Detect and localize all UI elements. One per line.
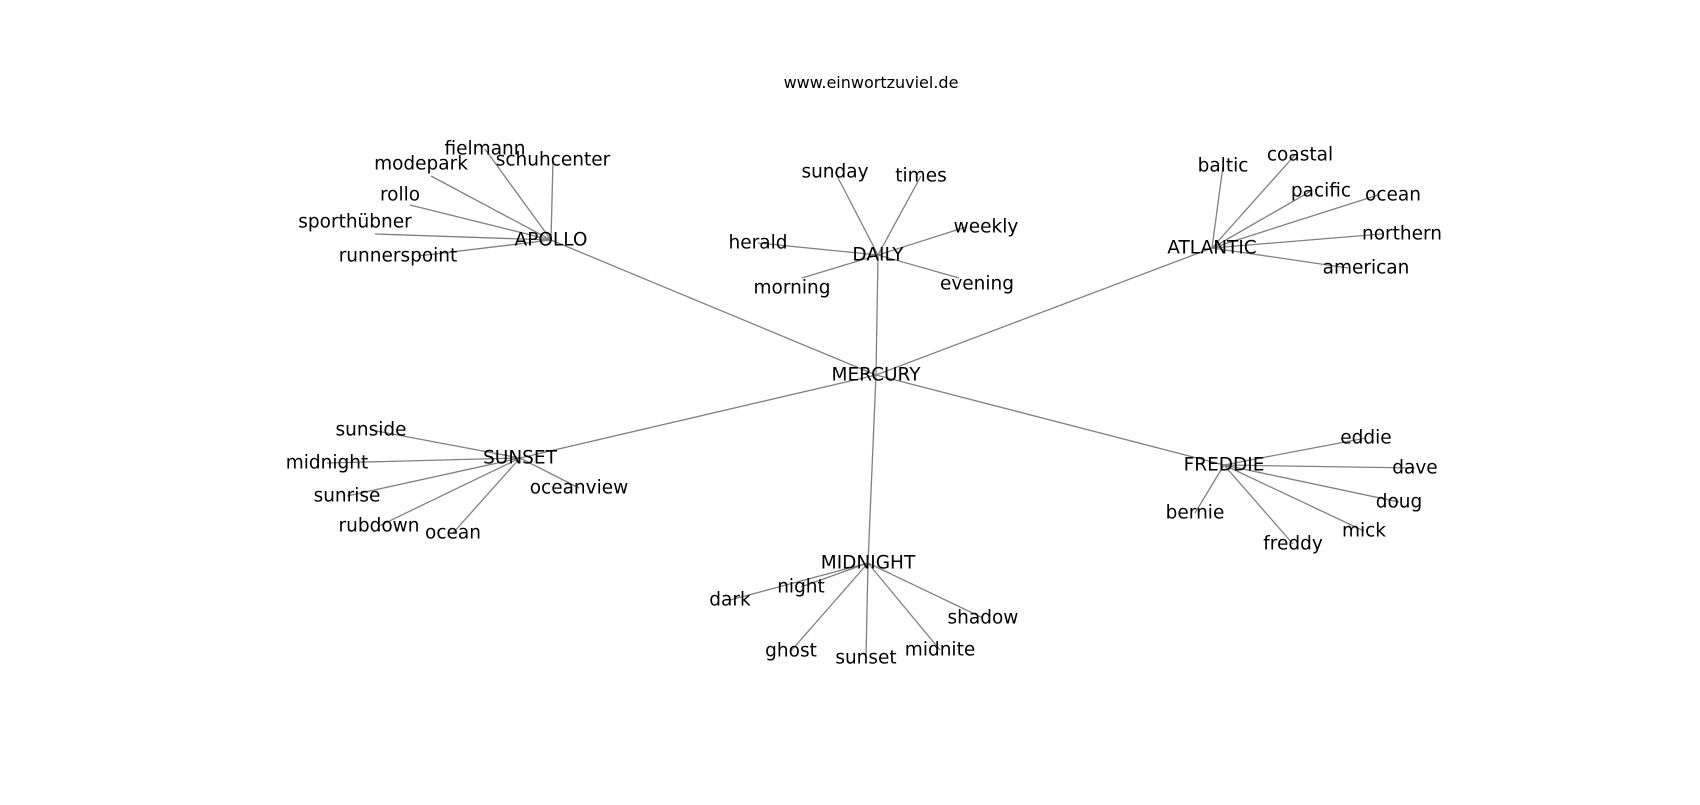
leaf-node-freddie-doug: doug <box>1376 492 1423 513</box>
edge-freddie-eddie <box>1223 437 1367 466</box>
website-title: www.einwortzuviel.de <box>784 73 959 92</box>
leaf-node-atlantic-pacific: pacific <box>1291 181 1351 202</box>
edge-sunset-ocean <box>452 457 521 534</box>
leaf-node-atlantic-northern: northern <box>1362 224 1442 245</box>
hub-node-midnight: MIDNIGHT <box>821 553 916 574</box>
edge-atlantic-northern <box>1211 233 1383 249</box>
edge-apollo-schuhcenter <box>550 159 554 241</box>
edge-atlantic-baltic <box>1211 165 1224 249</box>
leaf-node-daily-herald: herald <box>729 233 788 254</box>
leaf-node-atlantic-ocean: ocean <box>1365 185 1421 206</box>
leaf-node-apollo-fielmann: fielmann <box>445 139 526 160</box>
edge-mercury-midnight <box>867 374 877 564</box>
edge-apollo-fielmann <box>484 148 552 241</box>
edge-apollo-sporthubner <box>374 233 552 241</box>
edge-sunset-oceanview <box>519 457 580 489</box>
edge-apollo-modepark <box>430 175 552 241</box>
edge-apollo-runnerspoint <box>417 239 552 257</box>
edge-freddie-dave <box>1223 464 1416 469</box>
leaf-node-daily-evening: evening <box>940 274 1014 295</box>
leaf-node-freddie-mick: mick <box>1342 521 1386 542</box>
leaf-node-daily-weekly: weekly <box>954 217 1019 238</box>
edge-mercury-apollo <box>550 239 877 376</box>
hub-node-freddie: FREDDIE <box>1184 455 1265 476</box>
leaf-node-midnight-shadow: shadow <box>948 608 1019 629</box>
edge-freddie-mick <box>1223 464 1365 532</box>
leaf-node-sunset-ocean: ocean <box>425 523 481 544</box>
edge-daily-times <box>877 175 922 256</box>
edge-midnight-shadow <box>867 562 984 619</box>
hub-node-apollo: APOLLO <box>515 230 588 251</box>
leaf-node-midnight-midnite: midnite <box>905 640 975 661</box>
hub-node-sunset: SUNSET <box>483 448 558 469</box>
leaf-node-apollo-schuhcenter: schuhcenter <box>496 150 611 171</box>
edge-sunset-sunside <box>370 429 521 459</box>
hub-node-daily: DAILY <box>852 245 904 266</box>
leaf-node-atlantic-american: american <box>1323 258 1410 279</box>
leaf-node-sunset-sunrise: sunrise <box>314 486 381 507</box>
leaf-node-sunset-midnight: midnight <box>286 453 369 474</box>
leaf-node-freddie-freddy: freddy <box>1263 534 1323 555</box>
leaf-node-atlantic-baltic: baltic <box>1198 156 1249 177</box>
edge-midnight-ghost <box>790 562 869 652</box>
leaf-node-sunset-sunside: sunside <box>336 420 407 441</box>
edge-mercury-freddie <box>875 374 1225 466</box>
edge-atlantic-american <box>1211 247 1349 269</box>
edge-layer <box>326 148 1416 659</box>
leaf-node-daily-morning: morning <box>754 278 831 299</box>
edge-atlantic-ocean <box>1211 194 1379 249</box>
edge-midnight-dark <box>729 562 869 601</box>
edge-mercury-daily <box>875 254 879 376</box>
edge-daily-morning <box>801 254 879 279</box>
edge-freddie-freddy <box>1223 464 1294 545</box>
edge-freddie-bernie <box>1194 464 1225 514</box>
label-layer: www.einwortzuviel.de MERCURY APOLLO fielma… <box>286 73 1442 669</box>
leaf-node-apollo-runnerspoint: runnerspoint <box>339 246 458 267</box>
edge-sunset-rubdown <box>378 457 521 527</box>
leaf-node-daily-sunday: sunday <box>801 162 868 183</box>
leaf-node-apollo-sporthubner: sporthübner <box>298 212 412 233</box>
leaf-node-apollo-rollo: rollo <box>380 185 420 206</box>
edge-daily-herald <box>757 242 879 256</box>
leaf-node-daily-times: times <box>895 166 946 187</box>
leaf-node-freddie-eddie: eddie <box>1340 428 1391 449</box>
edge-atlantic-coastal <box>1211 154 1296 249</box>
edge-sunset-midnight <box>326 457 521 464</box>
edge-sunset-sunrise <box>346 457 521 497</box>
edge-apollo-rollo <box>409 204 552 241</box>
edge-atlantic-pacific <box>1211 190 1312 249</box>
leaf-node-midnight-ghost: ghost <box>765 641 817 662</box>
edge-daily-evening <box>877 254 960 279</box>
edge-midnight-night <box>800 562 869 588</box>
edge-freddie-doug <box>1223 464 1400 503</box>
leaf-node-midnight-dark: dark <box>709 590 751 611</box>
leaf-node-sunset-oceanview: oceanview <box>530 478 629 499</box>
leaf-node-apollo-modepark: modepark <box>374 154 468 175</box>
edge-midnight-sunset <box>865 562 869 659</box>
center-node-mercury: MERCURY <box>831 365 921 386</box>
leaf-node-midnight-night: night <box>777 577 825 598</box>
leaf-node-freddie-bernie: bernie <box>1166 503 1225 524</box>
edge-mercury-atlantic <box>875 247 1213 376</box>
leaf-node-freddie-dave: dave <box>1392 458 1437 479</box>
edge-midnight-midnite <box>867 562 941 651</box>
edge-mercury-sunset <box>519 374 877 459</box>
leaf-node-sunset-rubdown: rubdown <box>339 516 420 537</box>
leaf-node-midnight-sunset: sunset <box>835 648 896 669</box>
leaf-node-atlantic-coastal: coastal <box>1267 145 1333 166</box>
edge-daily-weekly <box>877 226 967 256</box>
edge-daily-sunday <box>834 171 879 256</box>
hub-node-atlantic: ATLANTIC <box>1167 238 1256 259</box>
